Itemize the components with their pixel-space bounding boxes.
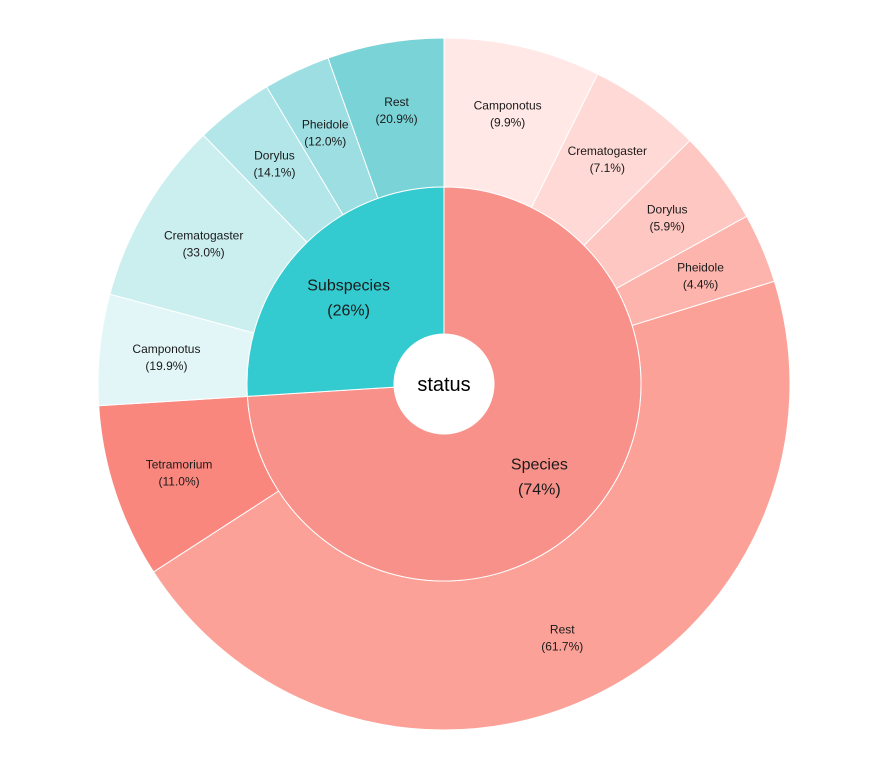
outer-pct-species-rest: (61.7%) (541, 640, 583, 654)
outer-pct-species-crematogaster: (7.1%) (590, 161, 625, 175)
outer-pct-species-dorylus: (5.9%) (650, 220, 685, 234)
inner-pct-subspecies: (26%) (327, 302, 370, 319)
center-label: status (417, 374, 470, 396)
outer-label-species-pheidole: Pheidole (677, 260, 724, 274)
inner-label-species: Species (511, 457, 568, 474)
outer-label-subspecies-crematogaster: Crematogaster (164, 228, 243, 242)
inner-label-subspecies: Subspecies (307, 277, 390, 294)
outer-label-species-dorylus: Dorylus (647, 203, 688, 217)
outer-pct-species-pheidole: (4.4%) (683, 277, 718, 291)
outer-pct-subspecies-pheidole: (12.0%) (304, 135, 346, 149)
outer-label-subspecies-pheidole: Pheidole (302, 118, 349, 132)
outer-label-species-rest: Rest (550, 623, 575, 637)
outer-pct-subspecies-rest: (20.9%) (376, 112, 418, 126)
outer-label-species-crematogaster: Crematogaster (568, 144, 647, 158)
outer-label-subspecies-camponotus: Camponotus (132, 342, 200, 356)
outer-pct-subspecies-dorylus: (14.1%) (253, 165, 295, 179)
outer-label-species-camponotus: Camponotus (474, 98, 542, 112)
outer-pct-species-camponotus: (9.9%) (490, 115, 525, 129)
outer-label-subspecies-dorylus: Dorylus (254, 148, 295, 162)
outer-label-species-tetramorium: Tetramorium (146, 457, 213, 471)
outer-labels: Camponotus (9.9%) Crematogaster (7.1%) Doryl… (132, 95, 724, 654)
outer-label-subspecies-rest: Rest (384, 95, 409, 109)
outer-ring (97, 37, 791, 731)
inner-labels: Species (74%) Subspecies (26%) (307, 277, 568, 498)
outer-pct-species-tetramorium: (11.0%) (159, 474, 200, 488)
inner-pct-species: (74%) (518, 482, 561, 499)
outer-pct-subspecies-crematogaster: (33.0%) (183, 245, 225, 259)
outer-pct-subspecies-camponotus: (19.9%) (145, 359, 187, 373)
center-hole (394, 334, 494, 434)
